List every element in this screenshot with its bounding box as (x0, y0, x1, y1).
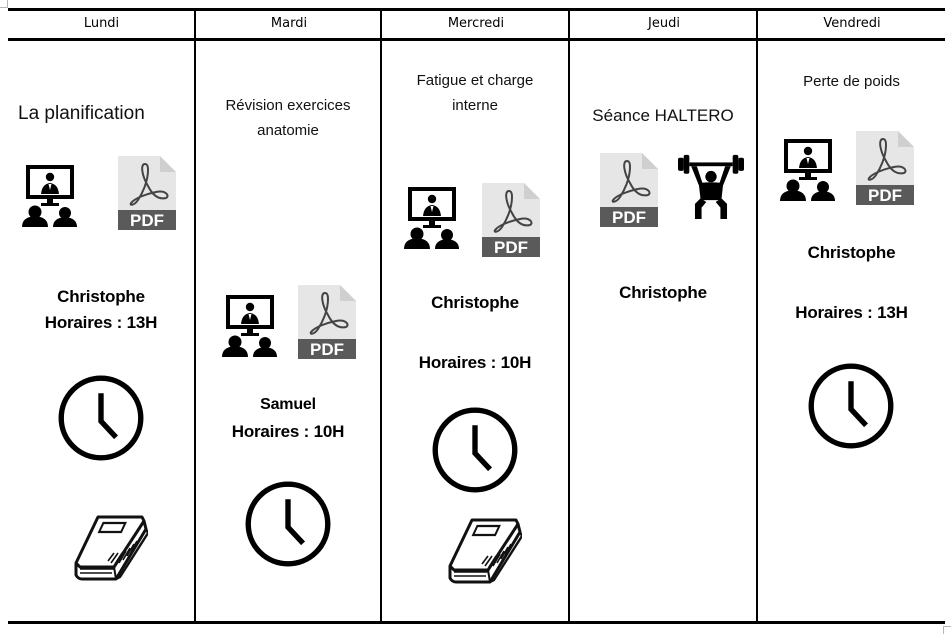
video-conference-icon (778, 137, 838, 201)
column-divider (194, 8, 196, 624)
header-mercredi: Mercredi (447, 16, 505, 31)
book-icon (442, 516, 522, 586)
session-topic-line: Révision exercices (225, 97, 351, 114)
page-corner-mark (0, 0, 8, 8)
session-hours: Horaires : 13H (44, 313, 158, 332)
session-hours: Horaires : 10H (418, 353, 532, 372)
day-cell-vendredi: Perte de poids Christophe Horaires : 13H (758, 41, 945, 621)
trainer-name: Samuel (260, 396, 316, 413)
trainer-name: Christophe (619, 283, 707, 302)
session-hours: Horaires : 10H (231, 422, 345, 441)
clock-icon (432, 407, 518, 493)
header-mardi: Mardi (270, 16, 308, 31)
session-topic-line: anatomie (257, 122, 319, 139)
video-conference-icon (20, 163, 80, 227)
session-topic-line: interne (452, 97, 498, 114)
book-icon (68, 513, 148, 583)
trainer-name: Christophe (57, 287, 145, 306)
column-divider (568, 8, 570, 624)
day-cell-lundi: La planification Christophe Horaires : 1… (8, 41, 194, 621)
session-hours: Horaires : 13H (795, 303, 908, 322)
pdf-file-icon[interactable] (600, 153, 658, 227)
weekly-schedule-table: Lundi Mardi Mercredi Jeudi Vendredi La p… (8, 8, 945, 624)
video-conference-icon (402, 185, 462, 249)
clock-icon (58, 375, 144, 461)
header-lundi: Lundi (83, 16, 120, 31)
pdf-file-icon[interactable] (482, 183, 540, 257)
trainer-name: Christophe (807, 243, 896, 262)
session-topic-line: Fatigue et charge (416, 72, 534, 89)
video-conference-icon (220, 293, 280, 357)
column-divider (380, 8, 382, 624)
pdf-file-icon[interactable] (118, 156, 176, 230)
session-topic: Révision exercices anatomie (196, 93, 380, 143)
session-topic: Perte de poids (803, 73, 900, 90)
weightlifter-icon (678, 153, 744, 219)
header-vendredi: Vendredi (823, 16, 881, 31)
header-row: Lundi Mardi Mercredi Jeudi Vendredi (8, 11, 945, 41)
header-jeudi: Jeudi (648, 16, 680, 31)
clock-icon (808, 363, 894, 449)
session-topic: Fatigue et charge interne (382, 68, 568, 118)
trainer-name: Christophe (431, 293, 519, 312)
session-topic: Séance HALTERO (592, 106, 734, 125)
day-cell-mercredi: Fatigue et charge interne Christophe Hor… (382, 41, 568, 621)
session-topic: La planification (18, 103, 145, 124)
clock-icon (245, 481, 331, 567)
pdf-file-icon[interactable] (856, 131, 914, 205)
page-corner-mark (943, 626, 951, 634)
day-cell-jeudi: Séance HALTERO Christophe (570, 41, 756, 621)
day-cell-mardi: Révision exercices anatomie Samuel Horai… (196, 41, 380, 621)
column-divider (756, 8, 758, 624)
pdf-file-icon[interactable] (298, 285, 356, 359)
